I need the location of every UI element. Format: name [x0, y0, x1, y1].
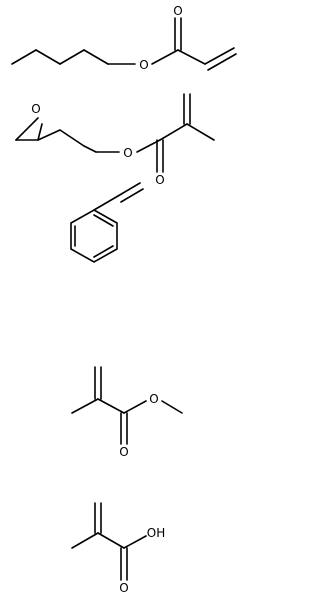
bond: [37, 129, 61, 141]
structures-svg: O O O O O: [11, 4, 237, 595]
molecule-glycidyl-methacrylate: O O O: [15, 93, 215, 187]
aromatic-inner-bond: [93, 214, 114, 227]
bond: [83, 49, 109, 65]
bond: [71, 398, 99, 414]
bond: [97, 532, 125, 549]
bond: [15, 117, 39, 141]
benzene-ring: [70, 209, 118, 263]
atom-label-oxygen: O: [149, 392, 158, 406]
atom-label-oxygen: O: [173, 4, 182, 18]
atom-label-oxygen: O: [139, 58, 148, 72]
atom-label-hydroxyl: OH: [147, 526, 165, 540]
double-bond: [117, 182, 141, 197]
atom-label-oxygen: O: [123, 146, 132, 160]
bond: [123, 400, 147, 414]
bond: [159, 123, 188, 141]
bond: [35, 49, 61, 65]
atom-label-oxygen: O: [119, 581, 128, 595]
bond: [93, 195, 119, 211]
bond: [161, 400, 183, 414]
atom-label-oxygen: O: [119, 445, 128, 459]
bond: [71, 532, 99, 549]
bond: [123, 535, 147, 549]
atom-label-oxygen: O: [155, 173, 164, 187]
bond: [136, 139, 161, 153]
double-bond: [120, 188, 144, 203]
double-bond: [204, 47, 235, 65]
molecule-styrene: [70, 182, 144, 263]
bond: [186, 123, 215, 141]
double-bond: [207, 53, 237, 71]
bond: [59, 129, 85, 147]
bond: [59, 49, 85, 65]
bond: [97, 398, 125, 414]
bond: [11, 49, 37, 65]
atom-label-oxygen: O: [31, 102, 40, 116]
bond: [83, 145, 97, 153]
bond: [37, 123, 43, 141]
molecule-methacrylic-acid: OH O: [71, 502, 165, 595]
bond: [177, 49, 206, 65]
chemical-structures-canvas: O O O O O: [11, 4, 237, 595]
molecule-butyl-acrylate: O O: [11, 4, 237, 72]
aromatic-inner-bond: [93, 245, 114, 258]
bond: [151, 49, 179, 65]
molecule-methyl-methacrylate: O O: [71, 366, 183, 459]
